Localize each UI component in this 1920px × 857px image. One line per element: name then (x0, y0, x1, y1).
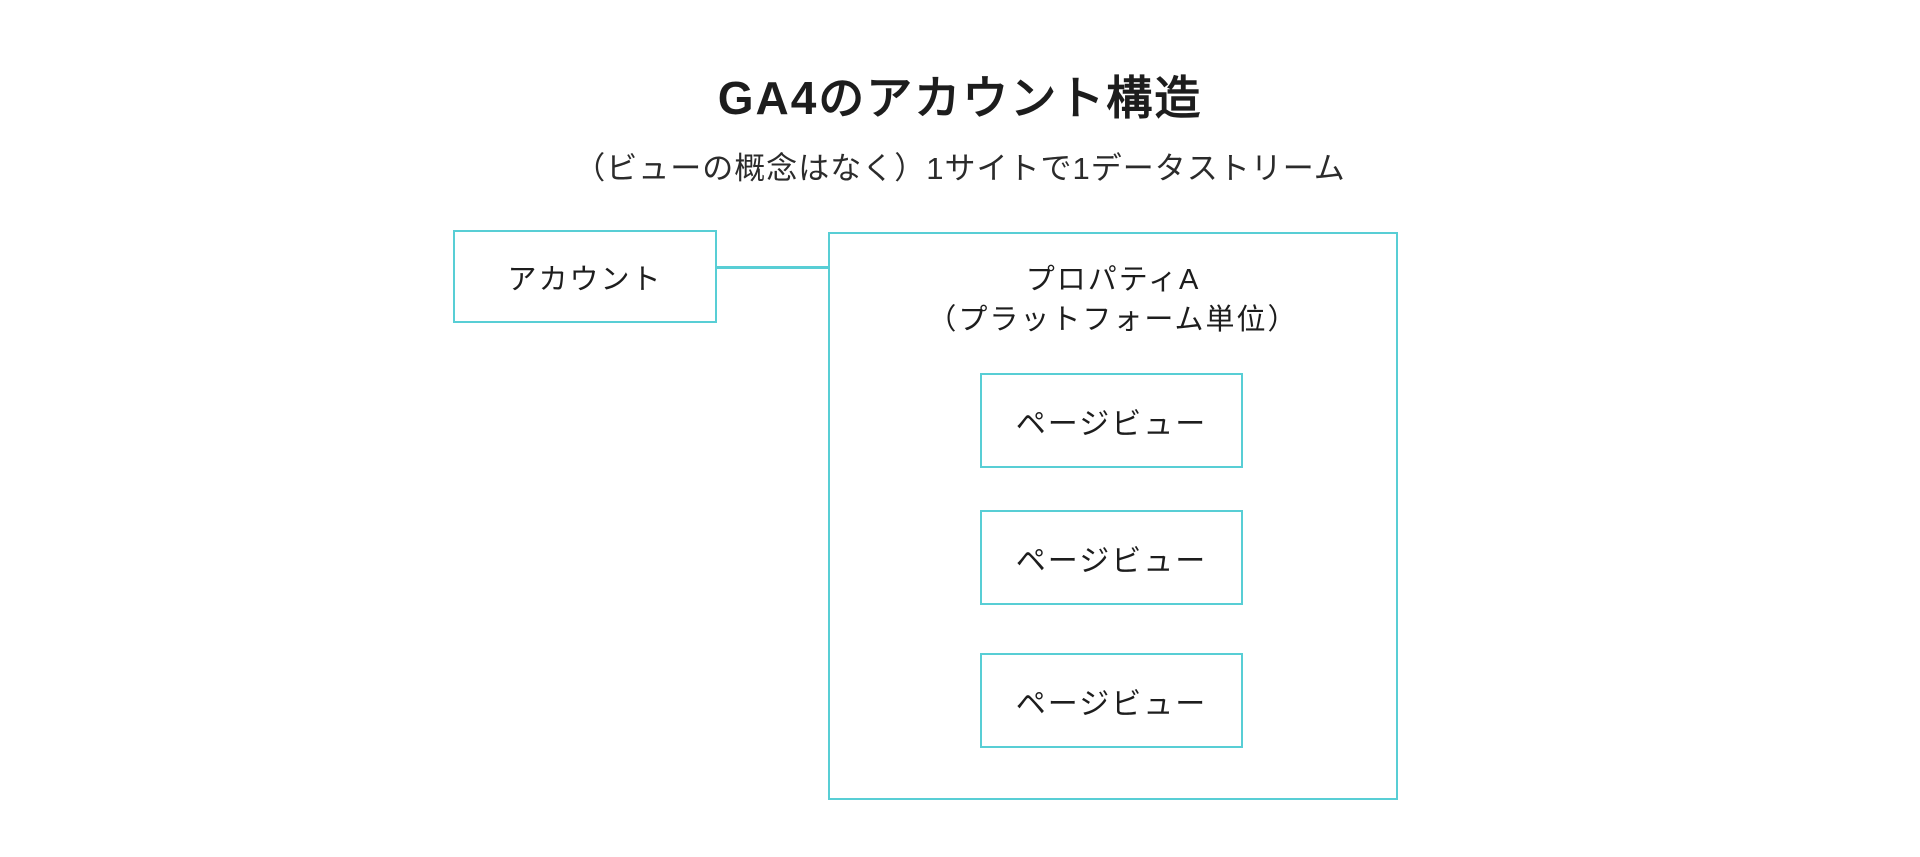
account-box-label: アカウント (507, 263, 663, 296)
page-subtitle: （ビューの概念はなく）1サイトで1データストリーム (574, 151, 1346, 186)
pageview-box-label: ページビュー (1015, 544, 1208, 578)
pageview-box-label: ページビュー (1015, 687, 1208, 721)
pageview-box-label: ページビュー (1015, 407, 1208, 441)
property-box-title-line2: （プラットフォーム単位） (927, 304, 1299, 336)
pageview-box: ページビュー (980, 373, 1243, 468)
page-title: GA4のアカウント構造 (717, 72, 1203, 124)
property-box-title: プロパティA （プラットフォーム単位） (830, 260, 1396, 340)
property-box-title-line1: プロパティA (1025, 264, 1201, 296)
account-box: アカウント (453, 230, 717, 323)
connector-line (717, 266, 828, 269)
pageview-box: ページビュー (980, 653, 1243, 748)
pageview-box: ページビュー (980, 510, 1243, 605)
